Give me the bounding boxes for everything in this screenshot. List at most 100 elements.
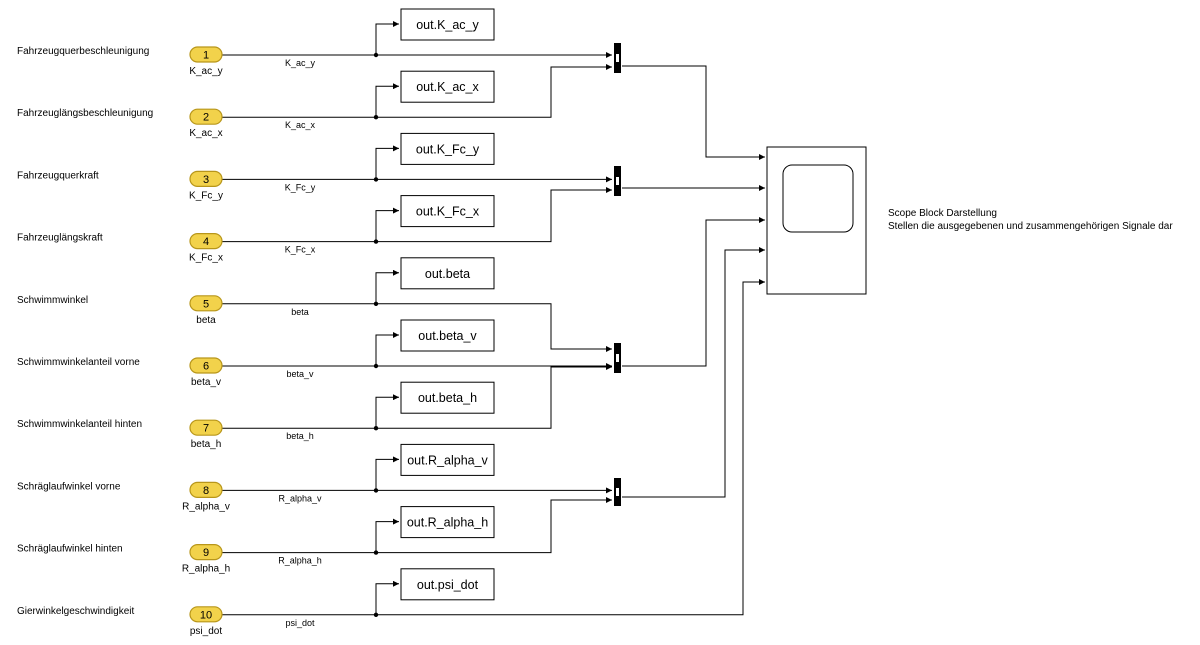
signal-wire (222, 497, 612, 554)
inport-block[interactable] (189, 481, 223, 498)
to-workspace-block[interactable] (400, 8, 495, 41)
inport-name: R_alpha_v (182, 501, 230, 512)
scope-block[interactable] (766, 146, 867, 295)
signal-label: K_ac_y (285, 58, 316, 68)
to-workspace-label: out.K_ac_x (416, 80, 479, 94)
branch-point (373, 426, 379, 431)
mux-output-wire (622, 247, 765, 498)
inport-block[interactable] (189, 295, 223, 312)
mux-output-wire (622, 65, 765, 160)
to-workspace-block[interactable] (400, 506, 495, 539)
inport-block[interactable] (189, 419, 223, 436)
to-workspace-label: out.R_alpha_v (407, 453, 488, 467)
to-workspace-label: out.psi_dot (417, 578, 479, 592)
branch-point (373, 612, 379, 617)
mux-marker (616, 354, 619, 362)
signal-label: beta (291, 307, 309, 317)
inport-description: Fahrzeuglängskraft (17, 233, 103, 244)
inport-number: 5 (203, 298, 209, 310)
signal-wire (222, 279, 765, 616)
mux-marker (616, 488, 619, 496)
inport-number: 3 (203, 174, 209, 186)
signal-label: K_Fc_x (285, 245, 316, 255)
mux-output-wire (622, 217, 765, 367)
inport-description: Schwimmwinkel (17, 295, 88, 306)
to-workspace-label: out.R_alpha_h (407, 516, 488, 530)
inport-description: Fahrzeugquerbeschleunigung (17, 46, 149, 57)
signal-wires (222, 21, 765, 616)
signal-wire (222, 303, 612, 352)
to-workspace-label: out.beta_h (418, 391, 477, 405)
mux-marker (616, 54, 619, 62)
inport-name: K_Fc_x (189, 253, 223, 264)
inport-number: 2 (203, 112, 209, 124)
inport-description: Gierwinkelgeschwindigkeit (17, 606, 134, 617)
to-workspace-block[interactable] (400, 568, 495, 601)
inport-name: beta_v (191, 377, 221, 388)
annotation-body: Stellen die ausgegebenen und zusammengeh… (888, 221, 1173, 232)
inport-name: R_alpha_h (182, 564, 230, 575)
inport-block[interactable] (189, 233, 223, 250)
signal-wire (222, 64, 612, 118)
inport-block[interactable] (189, 606, 223, 623)
inport-block[interactable] (189, 46, 223, 63)
to-workspace-label: out.K_Fc_x (416, 205, 480, 219)
wire-to-workspace (375, 580, 399, 615)
to-workspace-block[interactable] (400, 319, 495, 352)
to-workspace-block[interactable] (400, 381, 495, 414)
signal-label: R_alpha_v (278, 493, 322, 503)
to-workspace-label: out.beta (425, 267, 470, 281)
to-workspace-block[interactable] (400, 70, 495, 103)
branch-point (373, 239, 379, 244)
to-workspace-block[interactable] (400, 195, 495, 228)
to-workspace-block[interactable] (400, 443, 495, 476)
inport-number: 4 (203, 236, 209, 248)
to-workspace-label: out.K_Fc_y (416, 142, 480, 156)
branch-point (373, 488, 379, 493)
signal-label: K_ac_x (285, 120, 316, 130)
branch-point (373, 363, 379, 369)
inport-description: Fahrzeuglängsbeschleunigung (17, 108, 153, 119)
wire-to-workspace (375, 145, 399, 180)
branch-point (373, 177, 379, 182)
inport-block[interactable] (189, 108, 223, 125)
wire-to-workspace (375, 21, 399, 55)
inport-block[interactable] (189, 170, 223, 187)
to-workspace-block[interactable] (400, 132, 495, 165)
annotation-title: Scope Block Darstellung (888, 208, 997, 219)
inport-description: Schräglaufwinkel hinten (17, 544, 123, 555)
wire-to-workspace (375, 83, 399, 118)
inport-number: 1 (203, 50, 209, 62)
wire-to-workspace (375, 456, 399, 491)
inport-name: K_Fc_y (189, 190, 223, 201)
signal-label: beta_h (286, 431, 314, 441)
to-workspace-label: out.beta_v (418, 329, 477, 343)
signal-label: K_Fc_y (285, 182, 316, 192)
wire-to-workspace (375, 332, 399, 366)
signal-label: psi_dot (285, 618, 315, 628)
inport-description: Schwimmwinkelanteil hinten (17, 419, 142, 430)
inport-name: beta_h (191, 439, 222, 450)
inport-block[interactable] (189, 357, 223, 374)
wire-to-workspace (375, 207, 399, 242)
signal-label: beta_v (286, 369, 314, 379)
inport-description: Fahrzeugquerkraft (17, 170, 99, 181)
inport-name: psi_dot (190, 626, 222, 637)
inport-name: K_ac_x (189, 128, 222, 139)
branch-point (373, 550, 379, 555)
branch-point (373, 115, 379, 120)
inport-number: 6 (203, 361, 209, 373)
wire-to-workspace (375, 518, 399, 553)
inport-number: 10 (200, 609, 212, 621)
inport-number: 7 (203, 423, 209, 435)
signal-wire (222, 364, 612, 429)
inport-description: Schräglaufwinkel vorne (17, 481, 121, 492)
mux-marker (616, 177, 619, 185)
inport-number: 8 (203, 485, 209, 497)
inport-block[interactable] (189, 543, 223, 561)
inport-number: 9 (203, 547, 209, 559)
scope-screen-icon (782, 164, 854, 233)
to-workspace-block[interactable] (400, 257, 495, 290)
